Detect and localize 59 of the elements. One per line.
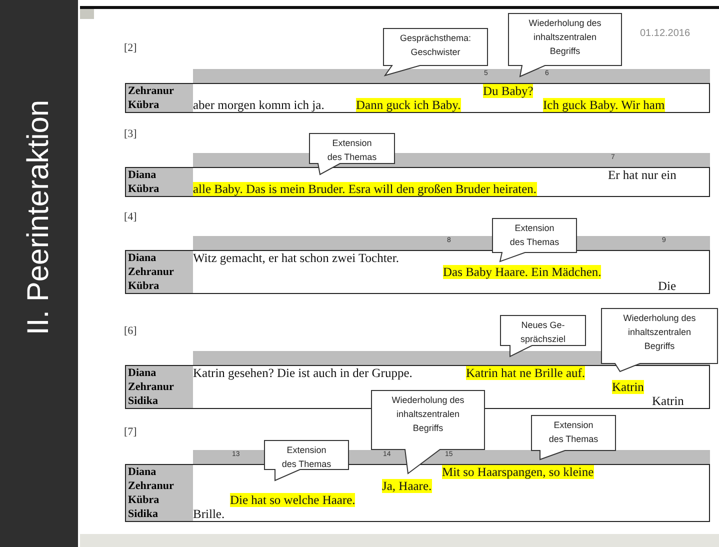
speaker-name: Zehranur (128, 265, 174, 279)
utterance: Er hat nur ein (608, 168, 676, 182)
segment-number: [2] (124, 42, 137, 54)
speech-bubble (500, 315, 586, 357)
highlighted-utterance: Ich guck Baby. Wir ham (543, 98, 665, 112)
transcript-score (125, 236, 710, 294)
date-text: 01.12.2016 (640, 28, 690, 39)
speech-bubble (601, 308, 718, 372)
callout-text: Extension des Themas (326, 137, 378, 164)
speech-bubble (264, 440, 349, 481)
speaker-name: Kübra (128, 493, 160, 507)
highlighted-utterance: Katrin hat ne Brille auf. (466, 366, 586, 380)
callout-text: Wiederholung des inhaltszentralen Begriffs (622, 312, 697, 353)
callout-text: Neues Ge- sprächsziel (519, 319, 567, 346)
transcript-score (125, 351, 710, 409)
speech-bubble (492, 218, 577, 262)
utterance: aber morgen komm ich ja. (193, 98, 324, 112)
speaker-name: Sidika (128, 394, 158, 408)
callout-text: Wiederholung des inhaltszentralen Begriffs (390, 394, 466, 435)
highlighted-utterance: alle Baby. Das is mein Bruder. Esra will den großen Bruder heiraten. (193, 182, 537, 196)
speaker-name: Sidika (128, 507, 158, 521)
highlighted-utterance: Katrin (612, 380, 644, 394)
utterance: Witz gemacht, er hat schon zwei Tochter. (193, 251, 399, 265)
transcript-score (125, 69, 710, 113)
speaker-name: Zehranur (128, 380, 174, 394)
highlighted-utterance: Mit so Haarspangen, so kleine (442, 465, 594, 479)
speech-bubble (508, 13, 622, 77)
speech-bubble (531, 415, 616, 460)
utterance: Brille. (193, 507, 225, 521)
callout-text: Gesprächsthema: Geschwister (398, 32, 472, 59)
segment-number: [3] (124, 128, 137, 140)
speaker-name: Diana (128, 465, 156, 479)
slide-title: II. Peerinteraktion (22, 100, 56, 335)
highlighted-utterance: Dann guck ich Baby. (356, 98, 461, 112)
speaker-name: Zehranur (128, 84, 174, 98)
speaker-name: Diana (128, 168, 156, 182)
speaker-name: Kübra (128, 279, 160, 293)
highlighted-utterance: Du Baby? (483, 84, 534, 98)
speaker-name: Kübra (128, 98, 160, 112)
segment-number: [4] (124, 211, 137, 223)
callout-text: Wiederholung des inhaltszentralen Begriffs (528, 17, 602, 58)
callout-text: Extension des Themas (280, 444, 332, 471)
highlighted-utterance: Ja, Haare. (382, 479, 432, 493)
speaker-name: Kübra (128, 182, 160, 196)
segment-number: [7] (124, 426, 137, 438)
segment-number: [6] (124, 325, 137, 337)
utterance: Katrin (652, 394, 684, 408)
speaker-name: Diana (128, 366, 156, 380)
highlighted-utterance: Das Baby Haare. Ein Mädchen. (443, 265, 602, 279)
speech-bubble (383, 28, 488, 76)
callout-text: Extension des Themas (548, 419, 600, 446)
speaker-name: Diana (128, 251, 156, 265)
utterance: Katrin gesehen? Die ist auch in der Gruppe. (193, 366, 412, 380)
utterance: Die (658, 279, 676, 293)
callout-text: Extension des Themas (508, 222, 560, 249)
speaker-name: Zehranur (128, 479, 174, 493)
speech-bubble (309, 133, 395, 175)
highlighted-utterance: Die hat so welche Haare. (230, 493, 356, 507)
transcript-score (125, 153, 710, 197)
